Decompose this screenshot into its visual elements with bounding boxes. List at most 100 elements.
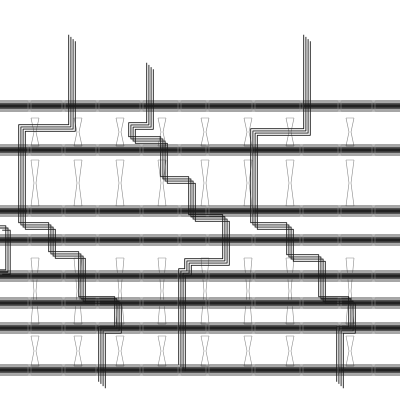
conduit-pipe [128,62,224,365]
tray-fitting [177,364,182,376]
tray-fitting [61,144,66,156]
hanger-mark [30,335,40,367]
tray-fitting [371,100,376,112]
conduit-pipe [132,67,228,370]
hanger-mark [200,159,210,207]
tray-fitting [61,364,66,376]
tray-fitting [61,322,66,334]
tray-fitting [61,270,66,282]
tray-fitting [371,205,376,217]
tray-fitting [337,144,342,156]
tray-fitting [27,364,32,376]
tray-fitting [337,100,342,112]
hanger-mark [345,335,355,367]
tray-fitting [251,100,256,112]
hanger-mark [285,117,295,147]
hanger-mark [243,257,253,325]
tray-fitting [205,100,210,112]
hanger-mark [345,117,355,147]
conduit-pipe [2,229,11,275]
tray-fitting [27,322,32,334]
hanger-mark [200,335,210,367]
conduit-pipe [256,41,356,389]
tray-fitting [299,322,304,334]
conduit-pipe [0,227,9,273]
tray-fitting [177,100,182,112]
tray-fitting [251,297,256,309]
conduit-run-d [0,225,11,275]
tray-fitting [139,234,144,246]
tray-fitting [337,205,342,217]
hanger-mark [285,159,295,207]
hanger-mark [115,117,125,147]
hanger-mark [30,117,40,147]
tray-fitting [139,144,144,156]
tray-fitting [61,205,66,217]
hanger-mark [157,117,167,147]
tray-fitting [299,144,304,156]
tray-fitting [139,100,144,112]
tray-fitting [337,322,342,334]
tray-fitting [177,234,182,246]
conduit-pipe [20,36,118,384]
hanger-layer [30,117,355,367]
hanger-mark [345,159,355,207]
conduit-layer [0,34,356,389]
tray-fitting [139,364,144,376]
tray-fitting [205,364,210,376]
tray-3 [0,205,400,217]
tray-fitting [299,297,304,309]
conduit-pipe [250,34,350,382]
tray-fitting [61,297,66,309]
tray-fitting [205,144,210,156]
tray-fitting [95,234,100,246]
tray-fitting [205,297,210,309]
tray-fitting [177,205,182,217]
hanger-mark [285,257,295,325]
conduit-pipe [24,41,122,389]
tray-fitting [251,364,256,376]
conduit-run-c [250,34,356,389]
tray-fitting [95,270,100,282]
tray-7 [0,322,400,334]
tray-fitting [299,100,304,112]
hanger-mark [243,117,253,147]
tray-fitting [299,234,304,246]
hanger-mark [73,335,83,367]
hanger-mark [243,159,253,207]
conduit-pipe [22,39,120,387]
hanger-mark [157,335,167,367]
hanger-mark [73,159,83,207]
hanger-mark [200,117,210,147]
tray-fitting [299,270,304,282]
tray-6 [0,297,400,309]
tray-fitting [95,144,100,156]
tray-fitting [371,322,376,334]
hanger-mark [157,159,167,207]
tray-8 [0,364,400,376]
conduit-pipe [0,225,7,271]
tray-fitting [27,100,32,112]
tray-fitting [27,297,32,309]
tray-fitting [299,364,304,376]
hanger-mark [243,335,253,367]
tray-fitting [251,234,256,246]
tray-fitting [95,205,100,217]
tray-fitting [251,322,256,334]
tray-2 [0,144,400,156]
tray-fitting [251,270,256,282]
hanger-mark [115,335,125,367]
tray-fitting [139,297,144,309]
tray-fitting [371,297,376,309]
tray-fitting [205,234,210,246]
hanger-mark [115,159,125,207]
tray-fitting [27,205,32,217]
conduit-pipe [134,69,230,372]
tray-fitting [337,270,342,282]
tray-fitting [205,205,210,217]
hanger-mark [30,159,40,207]
tray-layer [0,100,400,376]
tray-fitting [27,234,32,246]
conduit-pipe [18,34,116,382]
